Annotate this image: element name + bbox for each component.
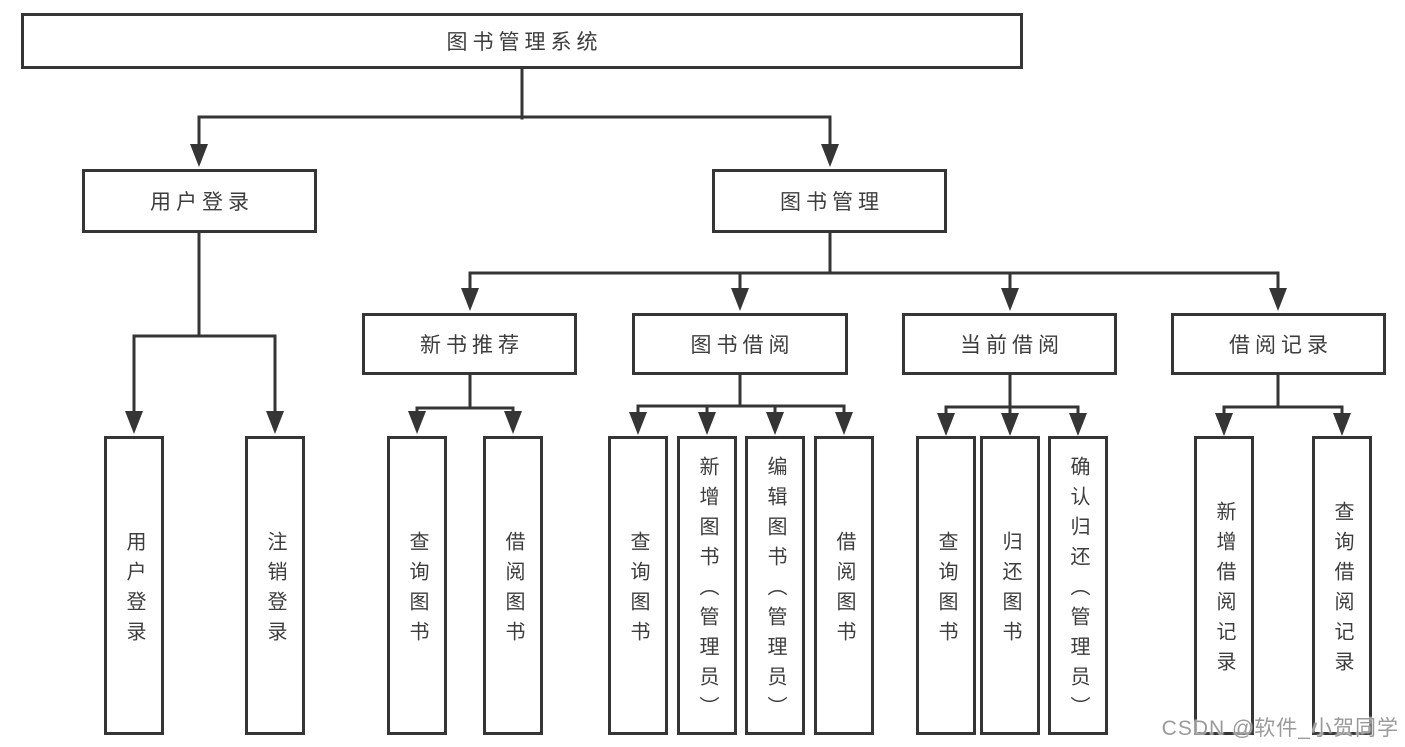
arrowhead bbox=[1215, 413, 1233, 436]
node-label: 确认归还（管理员） bbox=[1067, 455, 1089, 726]
node-user-login: 用户登录 bbox=[104, 436, 164, 735]
node-borrow-books-borrowing: 借阅图书 bbox=[814, 436, 874, 735]
arrowhead bbox=[698, 412, 716, 435]
node-book-management-branch: 图书管理 bbox=[712, 169, 947, 233]
node-label: 用户登录 bbox=[123, 530, 145, 651]
node-label: 借阅图书 bbox=[833, 530, 855, 651]
node-label: 注销登录 bbox=[264, 530, 286, 651]
connector-user-login-to-leaves bbox=[125, 231, 284, 434]
node-add-books-admin: 新增图书（管理员） bbox=[677, 436, 737, 735]
connector-book-management-to-sections bbox=[461, 231, 1287, 311]
arrowhead bbox=[766, 412, 784, 435]
node-query-books-recommend: 查询图书 bbox=[387, 436, 447, 735]
node-current-borrowing: 当前借阅 bbox=[902, 313, 1117, 375]
arrowhead bbox=[408, 411, 426, 434]
arrowhead bbox=[504, 411, 522, 434]
node-label: 新增借阅记录 bbox=[1213, 500, 1235, 681]
node-label: 借阅记录 bbox=[1229, 334, 1333, 357]
node-label: 图书管理 bbox=[780, 191, 884, 214]
connector-book-borrowing-to-leaves bbox=[629, 373, 853, 435]
connector-root-to-branches bbox=[190, 67, 839, 167]
node-library-management-system: 图书管理系统 bbox=[21, 13, 1023, 69]
node-label: 查询图书 bbox=[935, 530, 957, 651]
arrowhead bbox=[1001, 413, 1019, 436]
node-label: 编辑图书（管理员） bbox=[764, 455, 786, 726]
arrowhead bbox=[1333, 413, 1351, 436]
node-label: 用户登录 bbox=[150, 191, 254, 214]
arrowhead bbox=[821, 144, 839, 167]
node-logout: 注销登录 bbox=[245, 436, 305, 735]
node-label: 借阅图书 bbox=[502, 530, 524, 651]
watermark: CSDN @软件_小贺同学 bbox=[1161, 717, 1399, 740]
arrowhead bbox=[461, 288, 479, 311]
node-user-login-branch: 用户登录 bbox=[82, 169, 317, 233]
arrowhead bbox=[1001, 288, 1019, 311]
connector-new-book-recommendation-to-leaves bbox=[408, 373, 522, 434]
node-label: 新增图书（管理员） bbox=[696, 455, 718, 726]
node-borrowing-records: 借阅记录 bbox=[1171, 313, 1386, 375]
connector-borrowing-records-to-leaves bbox=[1215, 373, 1351, 436]
node-label: 查询借阅记录 bbox=[1331, 500, 1353, 681]
node-label: 归还图书 bbox=[999, 530, 1021, 651]
node-query-books-current: 查询图书 bbox=[916, 436, 976, 735]
arrowhead bbox=[1069, 413, 1087, 436]
arrowhead bbox=[835, 412, 853, 435]
node-label: 新书推荐 bbox=[420, 334, 524, 357]
node-borrow-books-recommend: 借阅图书 bbox=[483, 436, 543, 735]
arrowhead bbox=[629, 412, 647, 435]
arrowhead bbox=[937, 413, 955, 436]
node-label: 查询图书 bbox=[627, 530, 649, 651]
arrowhead bbox=[266, 411, 284, 434]
node-confirm-return-admin: 确认归还（管理员） bbox=[1048, 436, 1108, 735]
node-book-borrowing: 图书借阅 bbox=[632, 313, 848, 375]
node-add-borrow-record: 新增借阅记录 bbox=[1194, 436, 1254, 735]
node-edit-books-admin: 编辑图书（管理员） bbox=[745, 436, 805, 735]
arrowhead bbox=[190, 144, 208, 167]
node-label: 当前借阅 bbox=[960, 334, 1064, 357]
arrowhead bbox=[125, 411, 143, 434]
node-new-book-recommendation: 新书推荐 bbox=[362, 313, 577, 375]
node-label: 查询图书 bbox=[406, 530, 428, 651]
arrowhead bbox=[1269, 288, 1287, 311]
node-label: 图书管理系统 bbox=[446, 31, 603, 54]
node-query-borrow-record: 查询借阅记录 bbox=[1312, 436, 1372, 735]
node-label: 图书借阅 bbox=[690, 334, 795, 357]
arrowhead bbox=[731, 288, 749, 311]
node-return-books: 归还图书 bbox=[980, 436, 1040, 735]
connector-current-borrowing-to-leaves bbox=[937, 373, 1087, 436]
node-query-books-borrowing: 查询图书 bbox=[608, 436, 668, 735]
